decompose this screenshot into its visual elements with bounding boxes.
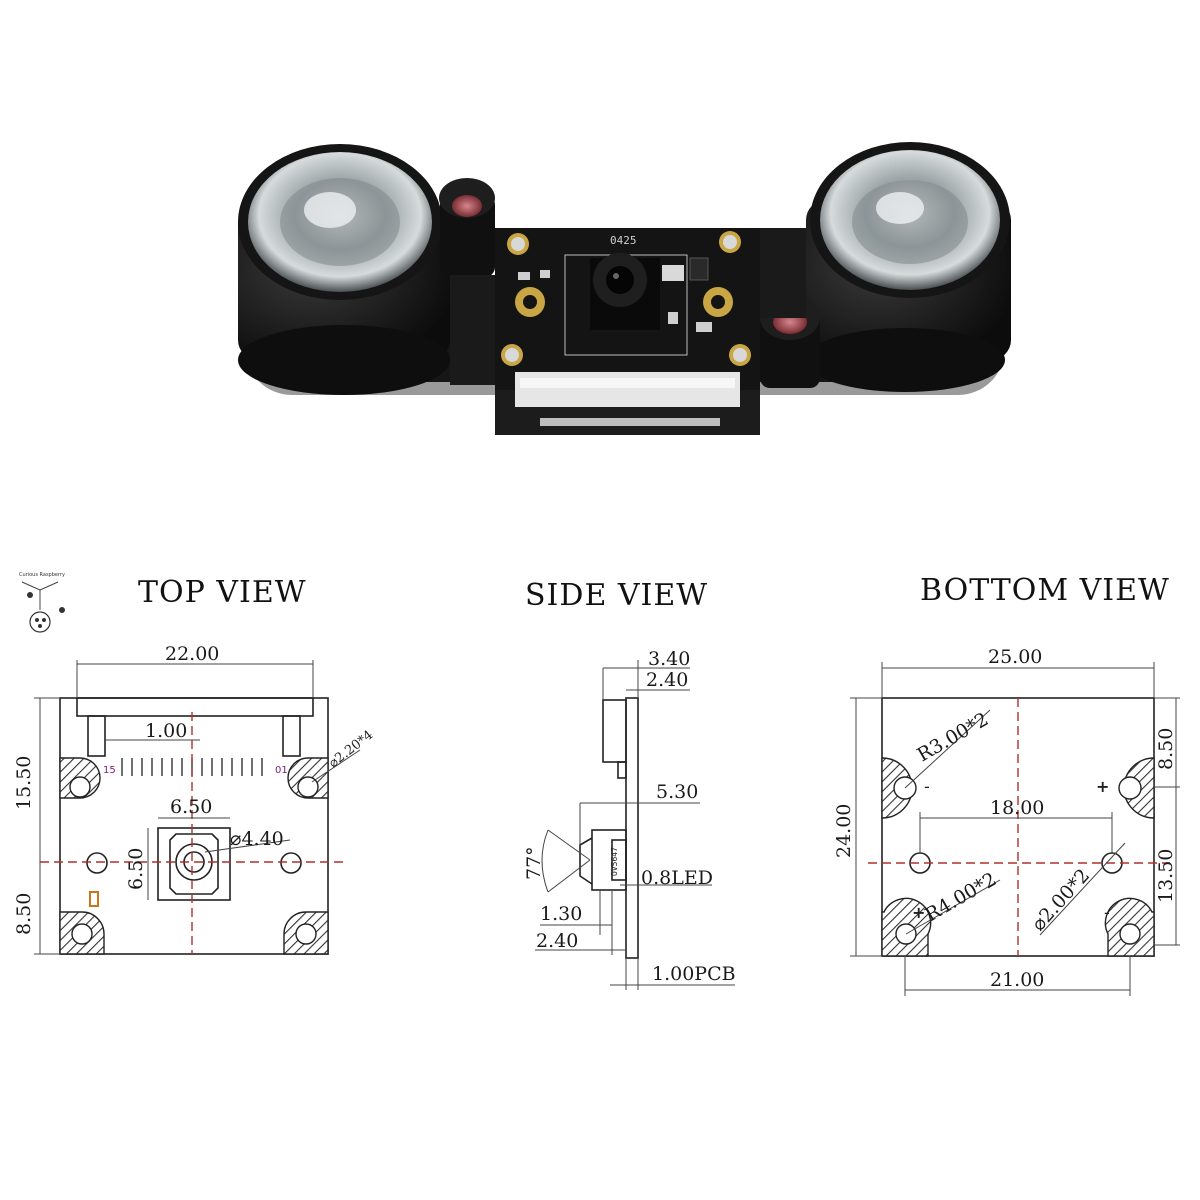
top-dim-upper: 15.50 — [13, 756, 35, 810]
bottom-dim-radius-b: R4.00*2 — [922, 868, 1001, 926]
pin-label-first: 15 — [103, 765, 116, 776]
top-dim-lens: ⌀4.40 — [230, 828, 284, 850]
top-view-drawing: TOP VIEW 15 01 — [13, 575, 376, 955]
top-dim-holes: ⌀2.20*4 — [326, 728, 376, 772]
board-marking: 0425 — [610, 234, 637, 247]
fpc-connector — [515, 372, 740, 407]
bottom-dim-holes: ⌀2.00*2 — [1027, 865, 1094, 936]
ir-lamp-right — [805, 142, 1011, 392]
top-dim-width: 22.00 — [165, 643, 219, 665]
logo-text: Curious Raspberry — [19, 572, 65, 578]
bottom-dim-width: 25.00 — [988, 646, 1042, 668]
camera-pcb: 0425 — [495, 228, 760, 435]
brand-logo: Curious Raspberry — [19, 572, 65, 633]
side-dim-b: 2.40 — [646, 669, 688, 691]
side-dim-pcb: 1.00PCB — [652, 963, 736, 985]
side-sensor — [591, 829, 627, 891]
top-dim-sensor-height: 6.50 — [125, 848, 147, 890]
top-view-title: TOP VIEW — [138, 575, 307, 610]
top-view-outline — [59, 697, 329, 955]
side-pcb — [625, 697, 639, 959]
side-view-drawing: SIDE VIEW 3.40 2.40 5.30 77° 0.8LED OV56… — [523, 578, 736, 990]
side-dim-d: 1.30 — [540, 903, 582, 925]
led-hole-right — [280, 852, 302, 874]
bottom-dim-radius-a: R3.00*2 — [914, 708, 993, 766]
camera-module-photo: 0425 — [238, 142, 1011, 435]
side-dim-c: 5.30 — [656, 781, 698, 803]
side-dim-a: 3.40 — [648, 648, 690, 670]
sign-plus-upper: + — [1096, 777, 1109, 796]
top-dim-lower: 8.50 — [13, 893, 35, 935]
side-dim-angle: 77° — [523, 846, 545, 880]
bottom-dim-mid: 13.50 — [1155, 849, 1177, 903]
ir-lamp-left — [238, 144, 450, 395]
sign-plus-lower: + — [912, 903, 925, 922]
sign-minus-upper: - — [924, 777, 930, 796]
bottom-dim-height: 24.00 — [833, 804, 855, 858]
side-connector — [602, 699, 627, 763]
top-dim-pitch: 1.00 — [145, 720, 187, 742]
side-dim-e: 2.40 — [536, 930, 578, 952]
sign-minus-lower: - — [1104, 903, 1110, 922]
led-hole-left — [86, 852, 108, 874]
connector-pins — [121, 758, 263, 776]
pin-label-last: 01 — [275, 765, 288, 776]
side-sensor-code: OV5647 — [610, 847, 619, 876]
top-view-connector — [76, 697, 314, 717]
side-view-title: SIDE VIEW — [525, 578, 708, 613]
side-dim-led: 0.8LED — [641, 867, 713, 889]
led-marker — [89, 891, 99, 907]
sensor-outline — [157, 827, 231, 901]
bottom-dim-span: 18.00 — [990, 797, 1044, 819]
top-dim-sensor-width: 6.50 — [170, 796, 212, 818]
bottom-dim-bottom: 21.00 — [990, 969, 1044, 991]
bottom-view-title: BOTTOM VIEW — [920, 573, 1170, 608]
bottom-view-drawing: BOTTOM VIEW - + + - 25.00 24.00 — [833, 573, 1180, 996]
photoresistor-left — [439, 178, 495, 277]
bottom-dim-top: 8.50 — [1155, 728, 1177, 770]
